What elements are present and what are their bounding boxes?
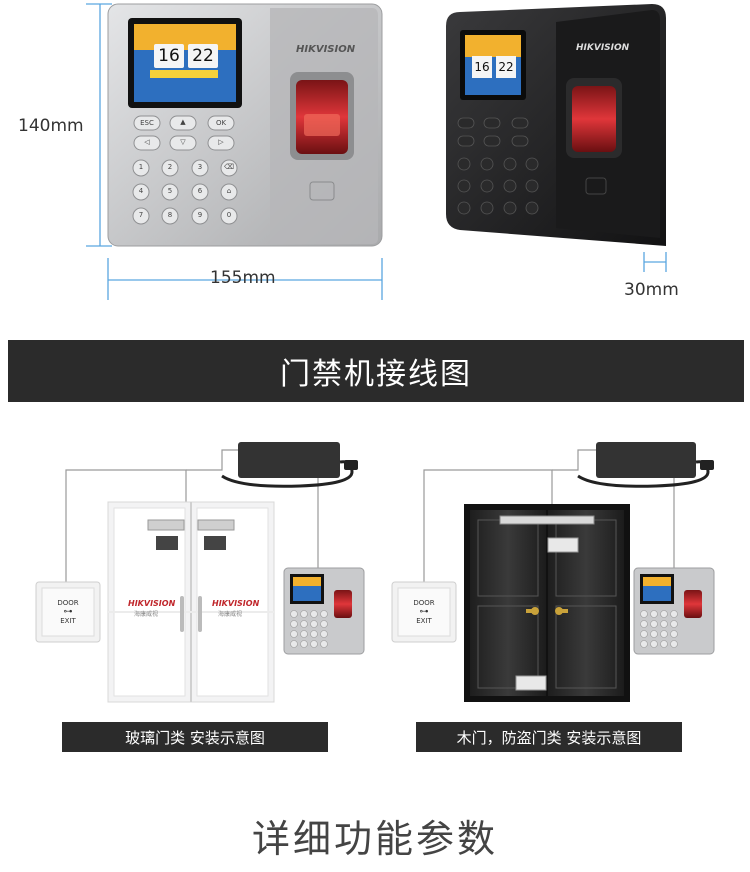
wood-door-caption: 木门，防盗门类 安装示意图 (416, 722, 682, 752)
wiring-diagram-banner: 门禁机接线图 (8, 340, 744, 402)
key-left: ◁ (144, 138, 150, 146)
glass-door-brand-sub-left: 海康威视 (134, 611, 159, 618)
key-icon: ⊶ (419, 607, 429, 617)
glass-door-brand-sub-right: 海康威视 (218, 611, 243, 618)
dimension-lines (86, 3, 667, 300)
width-dimension-label: 155mm (210, 268, 276, 288)
glass-exit-line1: DOOR (57, 599, 79, 607)
glass-door-brand-right: HIKVISION (212, 599, 260, 608)
silver-brand-text: HIKVISION (296, 44, 356, 55)
wood-exit-line1: DOOR (413, 599, 435, 607)
silver-clock-minute: 22 (192, 46, 214, 66)
glass-door-brand-left: HIKVISION (128, 599, 176, 608)
black-brand-text: HIKVISION (576, 43, 630, 53)
black-attendance-device: HIKVISION (446, 4, 666, 246)
wood-exit-button: DOOR ⊶ EXIT (398, 588, 450, 636)
key-1: 1 (138, 163, 144, 171)
key-4: 4 (138, 187, 144, 195)
black-clock-hour: 16 (474, 60, 490, 74)
key-7: 7 (138, 211, 144, 219)
key-8: 8 (167, 211, 173, 219)
key-ok: OK (215, 119, 227, 127)
wood-exit-line2: EXIT (416, 617, 432, 625)
glass-exit-line2: EXIT (60, 617, 76, 625)
wood-door-diagram (391, 442, 715, 702)
silver-clock-hour: 16 (158, 46, 180, 66)
height-dimension-label: 140mm (18, 116, 84, 136)
wood-power-supply (596, 442, 696, 478)
key-down: ▽ (180, 138, 186, 146)
wiring-diagrams (35, 442, 715, 703)
black-clock-minute: 22 (498, 60, 514, 74)
silver-attendance-device: HIKVISION (107, 3, 383, 247)
glass-door-diagram (35, 442, 365, 703)
key-0: 0 (226, 211, 232, 219)
glass-exit-button: DOOR ⊶ EXIT (42, 588, 94, 636)
detailed-specs-title: 详细功能参数 (251, 817, 498, 861)
key-6: 6 (197, 187, 203, 195)
key-3: 3 (197, 163, 203, 171)
key-home: ⌂ (226, 187, 232, 195)
key-5: 5 (167, 187, 173, 195)
key-backspace: ⌫ (224, 163, 234, 171)
key-icon: ⊶ (63, 607, 73, 617)
product-photos: HIKVISION HIKVISION (86, 3, 667, 300)
depth-dimension-label: 30mm (624, 280, 679, 300)
key-up: ▲ (180, 118, 186, 126)
glass-power-supply (238, 442, 340, 478)
silver-keypad (132, 115, 238, 225)
key-9: 9 (197, 211, 203, 219)
glass-door-caption: 玻璃门类 安装示意图 (62, 722, 328, 752)
key-esc: ESC (140, 119, 154, 127)
key-right: ▷ (218, 138, 224, 146)
key-2: 2 (167, 163, 173, 171)
